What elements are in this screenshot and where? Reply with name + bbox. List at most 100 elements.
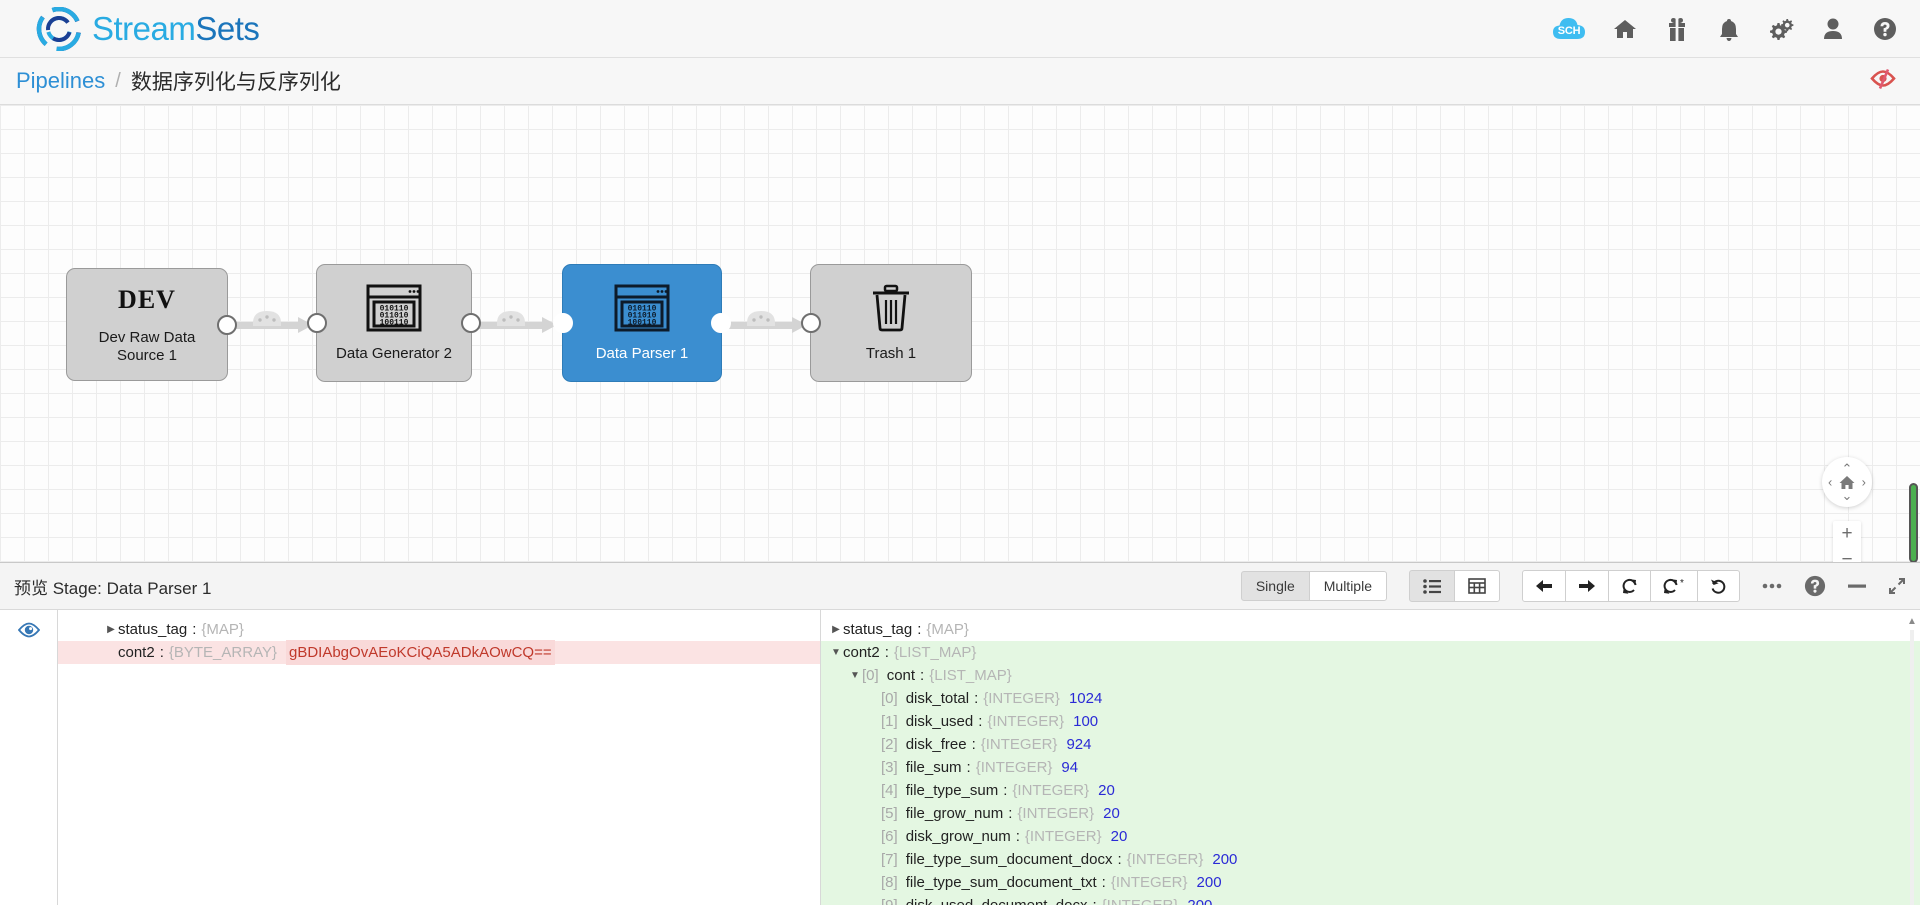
minimize-panel-button[interactable] (1848, 583, 1866, 589)
input-port[interactable] (553, 313, 573, 333)
record-field-row[interactable]: [1]disk_used:{INTEGER}100 (821, 710, 1920, 733)
help-icon[interactable] (1872, 16, 1898, 42)
gears-icon[interactable] (1768, 16, 1794, 42)
pan-down-icon[interactable]: ⌄ (1841, 488, 1853, 503)
output-records-pane[interactable]: ▶status_tag:{MAP}▼cont2:{LIST_MAP}▼[0]co… (821, 610, 1920, 905)
field-name: file_type_sum_document_txt (905, 874, 1097, 891)
step-back-button[interactable] (1522, 570, 1566, 602)
record-field-row[interactable]: ▼cont2:{LIST_MAP} (821, 641, 1920, 664)
field-index: [8] (881, 874, 898, 891)
preview-disabled-icon[interactable] (1868, 64, 1898, 99)
breadcrumb-pipelines-link[interactable]: Pipelines (16, 68, 106, 93)
bell-icon[interactable] (1716, 16, 1742, 42)
output-port[interactable] (217, 314, 237, 335)
single-record-button[interactable]: Single (1240, 571, 1310, 601)
field-value[interactable]: 94 (1061, 759, 1079, 776)
preview-help-button[interactable] (1804, 575, 1826, 597)
record-field-row[interactable]: [2]disk_free:{INTEGER}924 (821, 733, 1920, 756)
brand-logo-group[interactable]: StreamSets (0, 6, 260, 51)
gift-icon[interactable] (1664, 16, 1690, 42)
record-field-row[interactable]: [8]file_type_sum_document_txt:{INTEGER}2… (821, 871, 1920, 894)
stage-data-generator-2[interactable]: 010110 011010 100110 Data Generator 2 (307, 264, 481, 382)
brand-wordmark: StreamSets (92, 10, 260, 48)
multiple-record-button[interactable]: Multiple (1308, 571, 1387, 601)
home-icon[interactable] (1612, 16, 1638, 42)
field-value[interactable]: gBDIAbgOvAEoKCiQA5ADkAOwCQ== (285, 640, 555, 665)
field-value[interactable]: 20 (1110, 828, 1128, 845)
canvas-pan-control[interactable]: ⌃ ⌄ ‹ › (1822, 457, 1872, 507)
field-type: {INTEGER} (987, 713, 1065, 730)
record-field-row[interactable]: [3]file_sum:{INTEGER}94 (821, 756, 1920, 779)
pan-up-icon[interactable]: ⌃ (1841, 461, 1853, 476)
more-options-button[interactable] (1762, 583, 1782, 589)
field-value[interactable]: 924 (1066, 736, 1092, 753)
stage-label: Data Generator 2 (336, 344, 452, 362)
record-field-row[interactable]: cont2:{BYTE_ARRAY}gBDIAbgOvAEoKCiQA5ADkA… (58, 640, 820, 665)
scroll-track[interactable] (1910, 630, 1914, 905)
record-field-row[interactable]: [5]file_grow_num:{INTEGER}20 (821, 802, 1920, 825)
field-type: {INTEGER} (983, 690, 1060, 707)
output-port[interactable] (711, 313, 731, 333)
preview-panel-header: 预览 Stage: Data Parser 1 Single Multiple (0, 562, 1920, 610)
pan-home-icon[interactable] (1839, 475, 1855, 490)
pan-left-icon[interactable]: ‹ (1828, 474, 1833, 490)
collapse-caret-icon[interactable]: ▼ (850, 670, 860, 681)
refresh-button[interactable] (1608, 570, 1651, 602)
record-field-row[interactable]: [6]disk_grow_num:{INTEGER}20 (821, 825, 1920, 848)
field-value[interactable]: 200 (1212, 851, 1238, 868)
field-index: [5] (881, 805, 898, 822)
maximize-panel-button[interactable] (1888, 577, 1906, 595)
preview-navigation-buttons: * (1522, 570, 1740, 602)
revert-button[interactable] (1697, 570, 1740, 602)
field-colon: : (978, 713, 983, 730)
input-records-pane[interactable]: ▶status_tag:{MAP}cont2:{BYTE_ARRAY}gBDIA… (58, 610, 820, 905)
user-icon[interactable] (1820, 16, 1846, 42)
collapse-caret-icon[interactable]: ▼ (831, 647, 841, 658)
field-value[interactable]: 200 (1196, 874, 1222, 891)
pipeline-canvas[interactable]: DEV Dev Raw Data Source 1 010110 011010 … (0, 105, 1920, 562)
svg-text:010110: 010110 (380, 304, 409, 313)
breadcrumb-separator: / (115, 69, 121, 92)
sch-cloud-badge[interactable]: SCH (1552, 16, 1586, 42)
record-field-row[interactable]: ▼[0]cont:{LIST_MAP} (821, 664, 1920, 687)
field-value[interactable]: 1024 (1068, 690, 1103, 707)
field-type: {INTEGER} (1110, 874, 1188, 891)
link-generator-to-parser (472, 311, 560, 333)
step-forward-button[interactable] (1565, 570, 1609, 602)
zoom-out-button[interactable]: − (1841, 549, 1853, 562)
canvas-vertical-scrollbar[interactable] (1909, 483, 1918, 562)
record-field-row[interactable]: ▶status_tag:{MAP} (58, 618, 820, 641)
eye-icon[interactable] (17, 622, 40, 905)
record-field-row[interactable]: [9]disk_used_document_docx:{INTEGER}200 (821, 894, 1920, 905)
table-view-button[interactable] (1454, 570, 1500, 602)
input-record-list: ▶status_tag:{MAP}cont2:{BYTE_ARRAY}gBDIA… (58, 618, 820, 665)
refresh-star-button[interactable]: * (1650, 570, 1698, 602)
scroll-up-arrow[interactable]: ▲ (1907, 616, 1917, 627)
canvas-zoom-controls[interactable]: + − (1833, 521, 1861, 562)
output-port[interactable] (461, 313, 481, 333)
svg-text:010110: 010110 (628, 304, 657, 313)
stage-dev-raw-data-source-1[interactable]: DEV Dev Raw Data Source 1 (66, 268, 237, 381)
record-field-row[interactable]: [4]file_type_sum:{INTEGER}20 (821, 779, 1920, 802)
field-value[interactable]: 20 (1098, 782, 1115, 799)
pan-right-icon[interactable]: › (1861, 474, 1866, 490)
input-port[interactable] (801, 313, 821, 333)
field-value[interactable]: 200 (1187, 894, 1212, 905)
field-name: file_grow_num (905, 805, 1004, 822)
stage-data-parser-1[interactable]: 010110 011010 100110 Data Parser 1 (553, 264, 731, 382)
output-pane-scrollbar[interactable]: ▲ ▼ (1907, 616, 1917, 905)
pane-divider[interactable] (820, 610, 821, 905)
field-value[interactable]: 100 (1073, 713, 1099, 730)
expand-caret-icon[interactable]: ▶ (107, 624, 115, 635)
record-field-row[interactable]: [7]file_type_sum_document_docx:{INTEGER}… (821, 848, 1920, 871)
field-value[interactable]: 20 (1103, 805, 1120, 822)
list-view-button[interactable] (1409, 570, 1455, 602)
preview-tool-icons (1762, 575, 1906, 597)
record-field-row[interactable]: ▶status_tag:{MAP} (821, 618, 1920, 641)
record-field-row[interactable]: [0]disk_total:{INTEGER}1024 (821, 687, 1920, 710)
expand-caret-icon[interactable]: ▶ (832, 624, 840, 635)
input-port[interactable] (307, 313, 327, 333)
zoom-in-button[interactable]: + (1841, 523, 1853, 544)
sch-badge-label: SCH (1557, 24, 1581, 37)
stage-trash-1[interactable]: Trash 1 (801, 264, 972, 382)
